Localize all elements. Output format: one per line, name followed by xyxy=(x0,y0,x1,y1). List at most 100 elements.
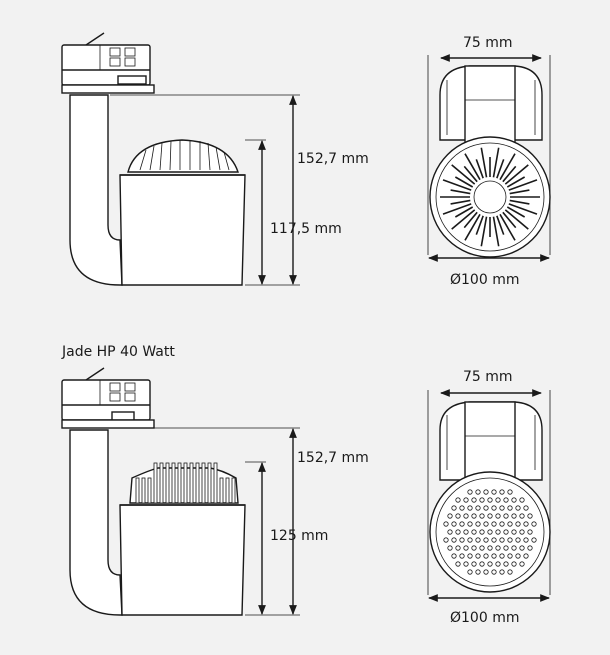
ventilation-hole xyxy=(463,545,469,551)
heat-sink-dome-top xyxy=(127,139,239,173)
bottom-body-height-label: 125 mm xyxy=(270,528,328,544)
ventilation-hole xyxy=(491,537,497,543)
ventilation-hole xyxy=(499,569,505,575)
heat-sink-fin xyxy=(454,206,474,218)
ventilation-hole xyxy=(479,513,485,519)
ventilation-hole xyxy=(515,521,521,527)
heat-sink-fin xyxy=(450,189,471,195)
ventilation-hole xyxy=(507,521,513,527)
heat-sink-fins-bottom-side xyxy=(129,462,239,504)
heat-sink-fin xyxy=(504,164,529,185)
heat-sink-fin xyxy=(480,216,488,247)
ventilation-hole xyxy=(459,537,465,543)
ventilation-hole xyxy=(507,553,513,559)
ventilation-hole xyxy=(503,529,509,535)
ventilation-hole xyxy=(467,489,473,495)
ventilation-hole xyxy=(467,553,473,559)
heat-sink-fin xyxy=(454,176,474,188)
ventilation-hole xyxy=(463,529,469,535)
heat-sink-fin xyxy=(207,462,212,504)
bottom-total-height-label: 152,7 mm xyxy=(297,450,369,466)
ventilation-hole xyxy=(463,561,469,567)
track-adapter-top xyxy=(61,32,155,94)
heat-sink-fin xyxy=(201,462,206,504)
ventilation-hole xyxy=(495,513,501,519)
ventilation-hole xyxy=(483,521,489,527)
heat-sink-fin xyxy=(165,462,170,504)
ventilation-hole xyxy=(475,489,481,495)
ventilation-hole xyxy=(511,497,517,503)
ventilation-hole xyxy=(531,537,537,543)
ventilation-hole xyxy=(519,513,525,519)
ventilation-hole xyxy=(483,553,489,559)
ventilation-hole xyxy=(507,505,513,511)
side-view-top: 152,7 mm 117,5 mm xyxy=(61,32,369,286)
ventilation-hole xyxy=(495,529,501,535)
track-adapter-bottom xyxy=(61,367,155,429)
ventilation-hole xyxy=(487,545,493,551)
ventilation-hole xyxy=(479,529,485,535)
ventilation-hole xyxy=(511,545,517,551)
heat-sink-fin xyxy=(499,153,516,181)
bottom-width-label: 75 mm xyxy=(463,369,513,385)
heat-sink-fin xyxy=(463,211,478,229)
heat-sink-fin xyxy=(492,216,500,247)
ventilation-hole xyxy=(475,569,481,575)
heat-sink-fin xyxy=(463,165,478,183)
top-body-height-label: 117,5 mm xyxy=(270,221,342,237)
ventilation-hole xyxy=(455,497,461,503)
top-width-label: 75 mm xyxy=(463,35,513,51)
ventilation-hole xyxy=(515,537,521,543)
ventilation-hole xyxy=(519,561,525,567)
ventilation-hole xyxy=(523,537,529,543)
heat-sink-fin xyxy=(451,209,476,230)
heat-sink-fin xyxy=(475,159,484,179)
heat-sink-fin xyxy=(492,147,500,178)
heat-sink-fin xyxy=(506,176,526,188)
ventilation-hole xyxy=(499,489,505,495)
ventilation-hole xyxy=(523,553,529,559)
heat-sink-fin xyxy=(502,211,517,229)
ventilation-hole xyxy=(527,513,533,519)
ventilation-hole xyxy=(467,505,473,511)
ventilation-hole xyxy=(519,545,525,551)
ventilation-hole xyxy=(531,521,537,527)
heat-sink-fin xyxy=(219,477,224,504)
heat-sink-fin xyxy=(496,159,505,179)
ventilation-hole xyxy=(523,505,529,511)
ventilation-hole xyxy=(507,569,513,575)
ventilation-hole xyxy=(491,521,497,527)
heat-sink-fin xyxy=(480,147,488,178)
ventilation-hole xyxy=(499,537,505,543)
heat-sink-fin xyxy=(508,203,538,215)
heat-sink-fin xyxy=(475,215,484,235)
ventilation-hole xyxy=(503,545,509,551)
ventilation-hole xyxy=(495,561,501,567)
ventilation-hole xyxy=(483,569,489,575)
ventilation-hole xyxy=(499,521,505,527)
ventilation-hole xyxy=(487,497,493,503)
ventilation-hole xyxy=(443,521,449,527)
heat-sink-fin xyxy=(171,462,176,504)
ventilation-hole xyxy=(459,553,465,559)
ventilation-hole xyxy=(515,553,521,559)
ventilation-hole xyxy=(443,537,449,543)
ventilation-hole xyxy=(451,553,457,559)
front-view-top: 75 mm Ø100 mm xyxy=(427,35,551,288)
heat-sink-fin xyxy=(147,477,152,504)
ventilation-hole xyxy=(455,513,461,519)
heat-sink-fin xyxy=(496,215,505,235)
heat-sink-fin xyxy=(177,462,182,504)
ventilation-hole xyxy=(487,561,493,567)
ventilation-hole xyxy=(467,569,473,575)
ventilation-hole xyxy=(455,545,461,551)
heat-sink-fin xyxy=(231,477,236,504)
ventilation-hole xyxy=(455,529,461,535)
ventilation-hole xyxy=(483,537,489,543)
ventilation-hole xyxy=(467,521,473,527)
heat-sink-fin xyxy=(464,213,481,241)
ventilation-hole xyxy=(527,545,533,551)
ventilation-hole xyxy=(463,513,469,519)
ventilation-hole xyxy=(499,505,505,511)
